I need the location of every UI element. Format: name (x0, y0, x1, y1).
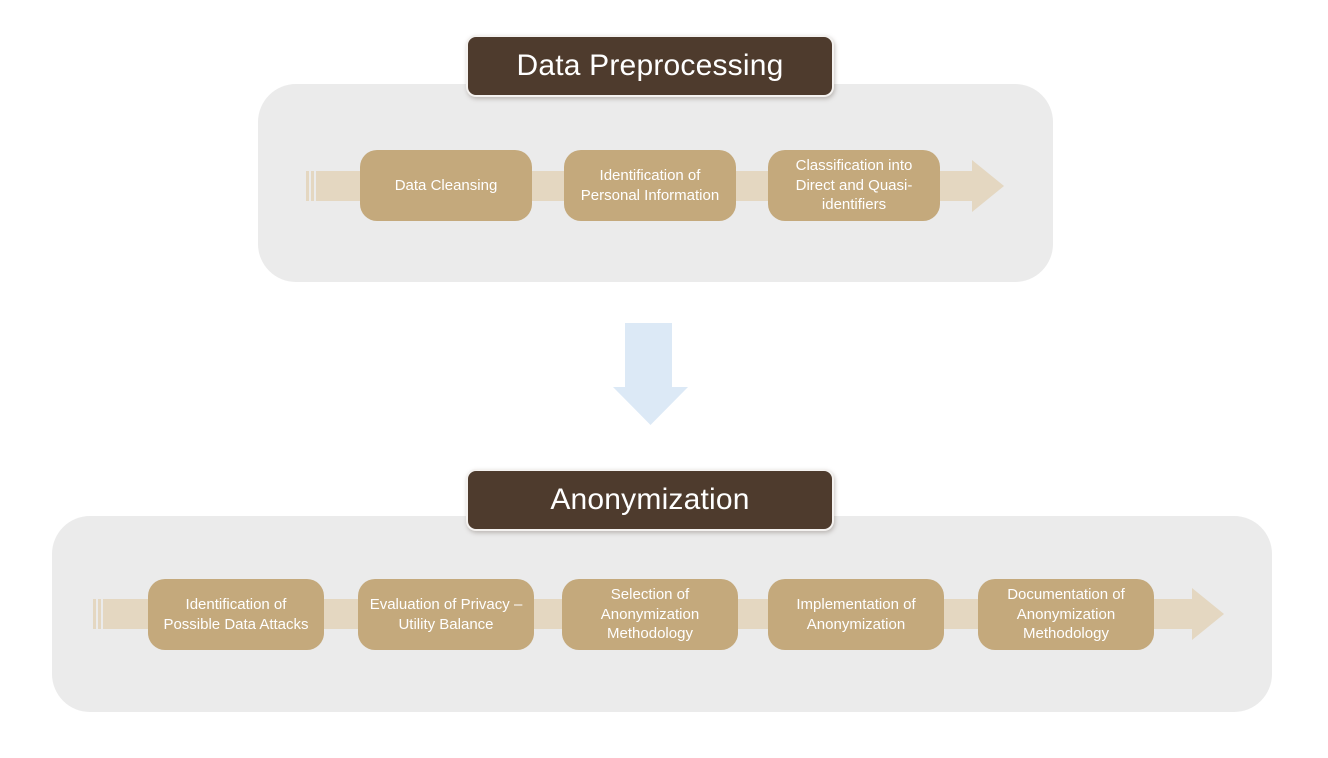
step-label: Documentation of Anonymization Methodolo… (1007, 586, 1125, 643)
step-label: Implementation of Anonymization (796, 596, 916, 633)
step-box-identification-possible-data-attacks: Identification of Possible Data Attacks (148, 579, 324, 650)
step-label: Evaluation of Privacy – Utility Balance (369, 596, 523, 633)
step-box-classification-identifiers: Classification into Direct and Quasi-ide… (768, 150, 940, 221)
step-box-selection-anonymization-methodology: Selection of Anonymization Methodology (562, 579, 738, 650)
step-box-evaluation-privacy-utility-balance: Evaluation of Privacy – Utility Balance (358, 579, 534, 650)
step-label: Selection of Anonymization Methodology (600, 586, 700, 643)
step-label: Identification of Personal Information (580, 167, 720, 204)
step-label: Classification into Direct and Quasi-ide… (795, 157, 913, 214)
flow-down-arrow-icon (613, 323, 688, 425)
step-box-data-cleansing: Data Cleansing (360, 150, 532, 221)
right-arrow-head-icon (972, 160, 1004, 212)
arrow-tail-stripe (93, 599, 96, 629)
step-box-documentation-anonymization-methodology: Documentation of Anonymization Methodolo… (978, 579, 1154, 650)
anonymization-header: Anonymization (466, 469, 834, 531)
step-box-identification-personal-information: Identification of Personal Information (564, 150, 736, 221)
right-arrow-head-icon (1192, 588, 1224, 640)
anonymization-title: Anonymization (550, 483, 750, 516)
step-label: Data Cleansing (394, 176, 498, 194)
arrow-tail-stripe (98, 599, 101, 629)
arrow-tail-stripe (311, 171, 314, 201)
step-box-implementation-of-anonymization: Implementation of Anonymization (768, 579, 944, 650)
preprocessing-header: Data Preprocessing (466, 35, 834, 97)
preprocessing-title: Data Preprocessing (516, 49, 784, 82)
step-label: Identification of Possible Data Attacks (163, 596, 309, 633)
arrow-tail-stripe (306, 171, 309, 201)
